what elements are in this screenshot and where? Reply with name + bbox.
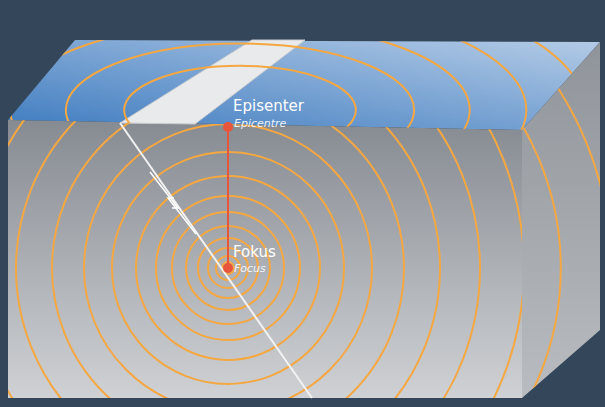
seismic-waves	[0, 0, 585, 242]
ground-surface	[8, 40, 600, 130]
wave-front	[65, 92, 435, 407]
wave-front	[0, 0, 585, 242]
focus-dot	[223, 263, 233, 273]
depth-line	[227, 127, 229, 268]
wave-front	[16, 56, 440, 407]
slip-arrow	[150, 172, 178, 208]
wave-front	[0, 16, 480, 407]
wave-front	[0, 1, 526, 220]
epicentre-dot	[223, 122, 233, 132]
wave-front	[10, 22, 469, 197]
focus-label-english: Focus	[234, 263, 266, 275]
fault-line	[120, 123, 312, 398]
wave-front	[52, 92, 404, 407]
wave-front	[124, 66, 356, 154]
seismic-waves	[0, 0, 572, 407]
wave-front	[0, 0, 572, 407]
wave-front	[0, 16, 515, 407]
slip-arrow	[168, 198, 196, 234]
wave-front	[0, 0, 561, 407]
focus-label: Fokus	[233, 244, 276, 261]
side-face	[522, 42, 600, 398]
wave-front	[0, 0, 524, 407]
wave-front	[27, 56, 472, 407]
epicentre-label-english: Epicentre	[234, 118, 286, 130]
epicentre-label: Episenter	[233, 98, 304, 115]
wave-front	[84, 124, 372, 407]
wave-front	[66, 44, 414, 177]
